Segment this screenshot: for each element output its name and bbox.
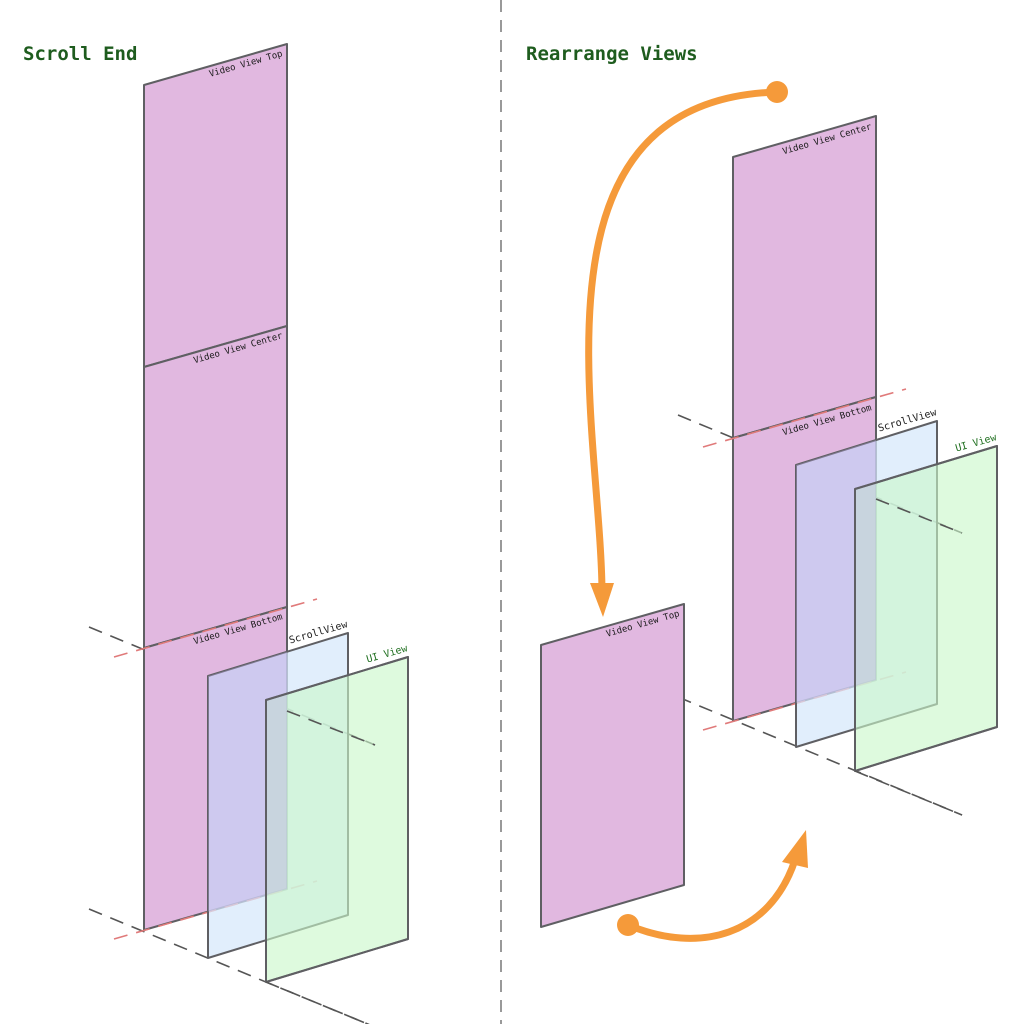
ui-view-outline [265, 656, 409, 983]
right-panel: Video View Center Video View Bottom Scro… [540, 81, 999, 942]
clip-edge-top [113, 598, 318, 658]
ui-view-panel [265, 656, 409, 983]
move-up-arrow [617, 830, 808, 942]
video-view-center-panel-right [732, 115, 877, 439]
video-view-center-panel [143, 325, 288, 649]
ui-view-outline-right [854, 445, 998, 772]
axis-dashed-line-top-right-front [875, 498, 963, 534]
move-down-arrow [585, 81, 788, 617]
clip-edge-top-right [702, 388, 907, 448]
right-overlap-shade [796, 421, 876, 721]
left-panel: Video View Top Video View Center Video V… [88, 43, 410, 1028]
left-overlap-shade [208, 633, 287, 930]
video-view-top-panel [143, 43, 288, 368]
axis-dashed-line-top-front [286, 710, 376, 746]
axis-dashed-line-bottom-front [265, 981, 376, 1028]
axis-dashed-line-bottom [88, 908, 376, 1028]
ui-view-panel-right [854, 445, 998, 772]
video-view-top-panel-right [540, 603, 685, 928]
axis-dashed-line-bottom-right-front [854, 770, 963, 816]
rearrange-views-title: Rearrange Views [526, 43, 698, 65]
scroll-end-title: Scroll End [23, 43, 138, 65]
axis-dashed-line-bottom-right [677, 696, 963, 816]
